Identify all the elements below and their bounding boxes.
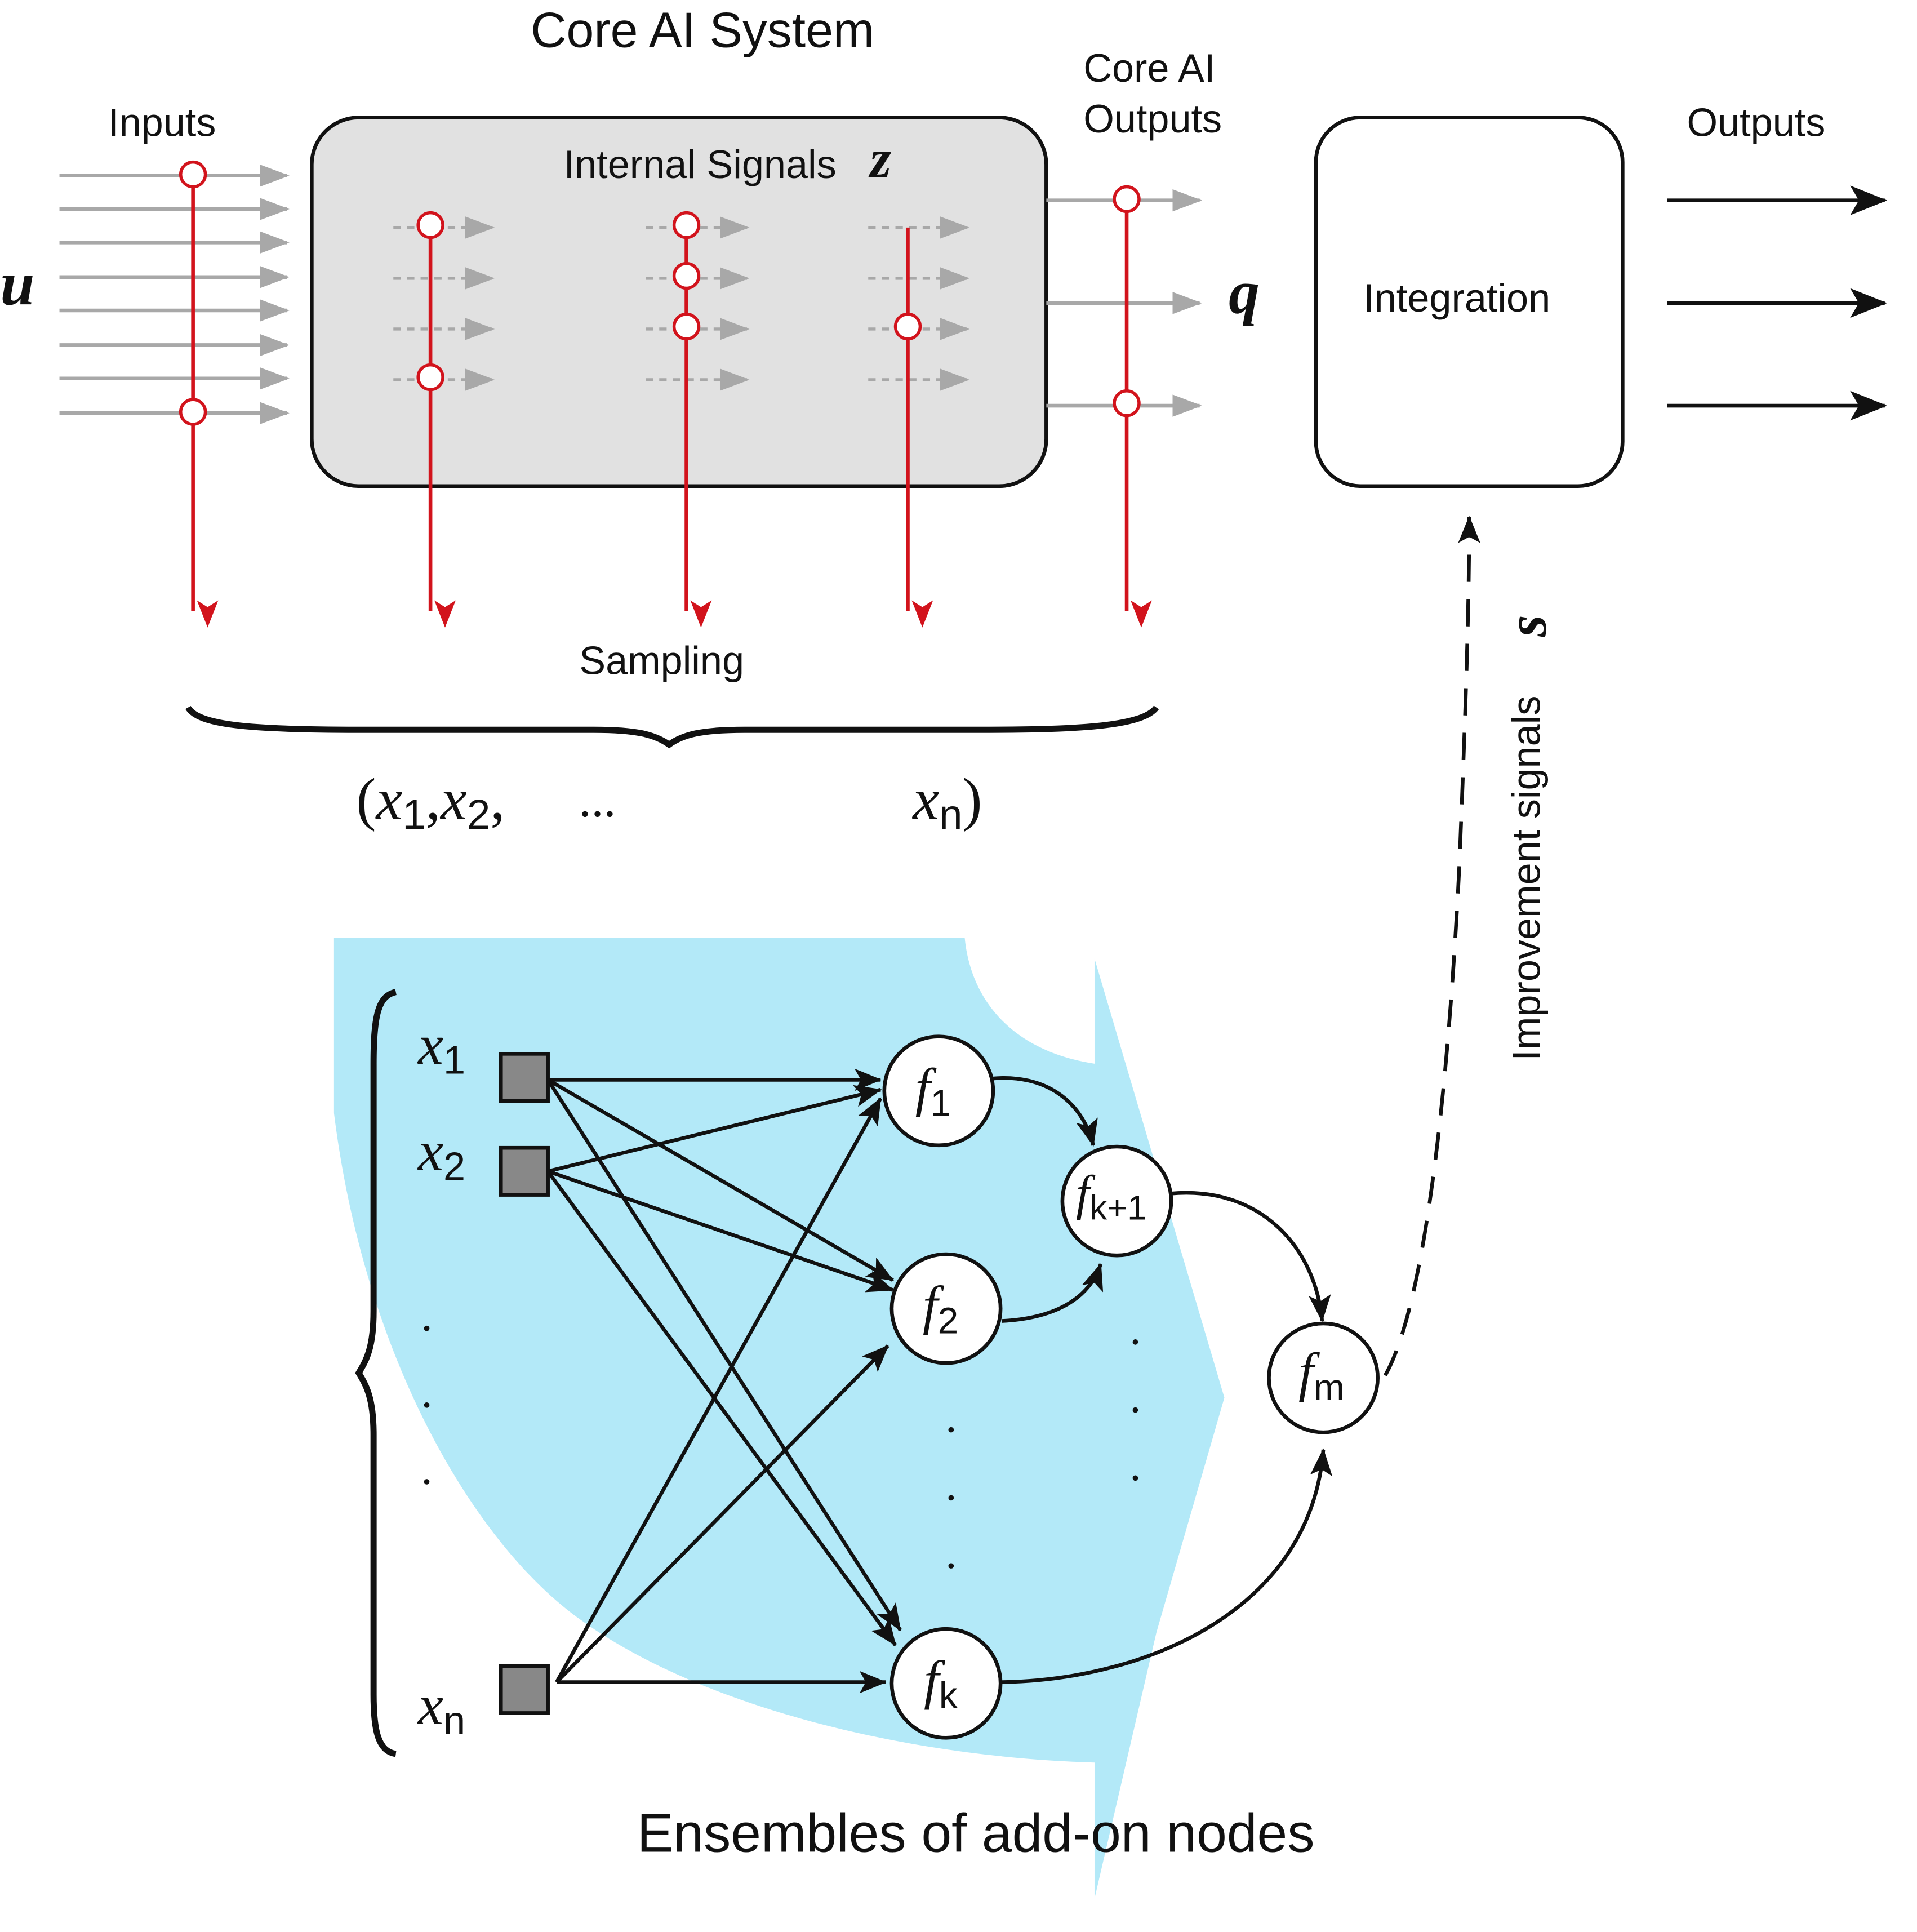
ensemble-connections — [546, 1068, 1333, 1694]
internal-signals-symbol: z — [868, 128, 891, 189]
improvement-signals-symbol: s — [1495, 615, 1558, 637]
sampling-tap — [672, 312, 701, 341]
integration-label: Integration — [1363, 276, 1550, 320]
node-f1: f1 — [882, 1034, 995, 1148]
improvement-signal-path — [1384, 516, 1480, 1376]
input-node-xn — [499, 1664, 550, 1715]
input-node-x1 — [499, 1052, 550, 1103]
node-fk1: fk+1 — [1060, 1144, 1173, 1258]
sampling-ellipsis: ... — [579, 772, 616, 827]
sampling-brace — [185, 705, 1159, 749]
sampling-taps — [179, 160, 1141, 426]
edge-xn-f2 — [555, 1344, 889, 1684]
edge-fk-fm — [1002, 1448, 1333, 1684]
integration-box — [1314, 116, 1625, 488]
input-node-x2 — [499, 1145, 550, 1197]
svg-text:fk: fk — [924, 1650, 958, 1716]
inputs-label: Inputs — [108, 100, 216, 144]
edge-x1-fk — [546, 1078, 902, 1632]
edge-x2-f2 — [547, 1169, 895, 1293]
sampling-tap — [179, 160, 207, 189]
sampling-label: Sampling — [579, 638, 744, 682]
node-ellipsis-column — [948, 1427, 954, 1569]
internal-signals-label: Internal Signals — [564, 142, 837, 186]
sampling-tap — [893, 312, 922, 341]
core-system-title: Core AI System — [531, 2, 874, 57]
core-outputs-label-line1: Core AI — [1083, 46, 1215, 90]
sampling-tuple-end: xn) — [911, 766, 982, 838]
edge-f1-fk1 — [991, 1076, 1098, 1147]
ensemble-brace — [355, 989, 397, 1757]
sampling-tap — [672, 211, 701, 239]
edge-xn-f1 — [555, 1097, 883, 1684]
svg-text:f2: f2 — [923, 1275, 958, 1342]
sampling-tap — [672, 261, 701, 290]
sampling-tap — [416, 211, 444, 239]
ensemble-input-x2: x2 — [417, 1120, 465, 1189]
edge-x1-f2 — [547, 1078, 895, 1282]
sampling-tap — [179, 398, 207, 426]
node-fk: fk — [889, 1627, 1003, 1740]
improvement-signals-label: Improvement signals — [1504, 696, 1548, 1061]
core-outputs-label-line2: Outputs — [1083, 96, 1222, 141]
input-arrows — [59, 164, 290, 424]
ensemble-label: Ensembles of add-on nodes — [637, 1803, 1315, 1863]
ensemble-region — [333, 938, 1225, 1899]
inputs-symbol: u — [0, 249, 34, 318]
edge-f2-fk1 — [1002, 1263, 1104, 1323]
internal-signal-arrows — [393, 216, 970, 391]
edge-x2-fk — [546, 1170, 897, 1646]
sampling-tap — [416, 363, 444, 392]
ensemble-input-x1: x1 — [417, 1013, 465, 1082]
node-ellipsis-column-2 — [1132, 1339, 1138, 1481]
output-arrows — [1667, 185, 1888, 421]
svg-text:fk+1: fk+1 — [1076, 1166, 1146, 1228]
edge-x2-f1 — [547, 1085, 882, 1174]
outputs-label: Outputs — [1687, 100, 1825, 144]
sampling-tap — [1113, 185, 1141, 214]
sampling-tuple: (x1,x2, — [356, 766, 505, 838]
sampling-tap — [1113, 389, 1141, 418]
node-f2: f2 — [889, 1252, 1003, 1365]
edge-fk1-fm — [1169, 1191, 1331, 1322]
core-output-arrows — [1046, 189, 1202, 417]
node-fm: fm — [1267, 1321, 1380, 1434]
ensemble-input-xn: xn — [417, 1673, 465, 1743]
input-ellipsis — [424, 1325, 430, 1485]
svg-text:f1: f1 — [915, 1058, 951, 1124]
core-outputs-symbol: q — [1229, 257, 1260, 326]
